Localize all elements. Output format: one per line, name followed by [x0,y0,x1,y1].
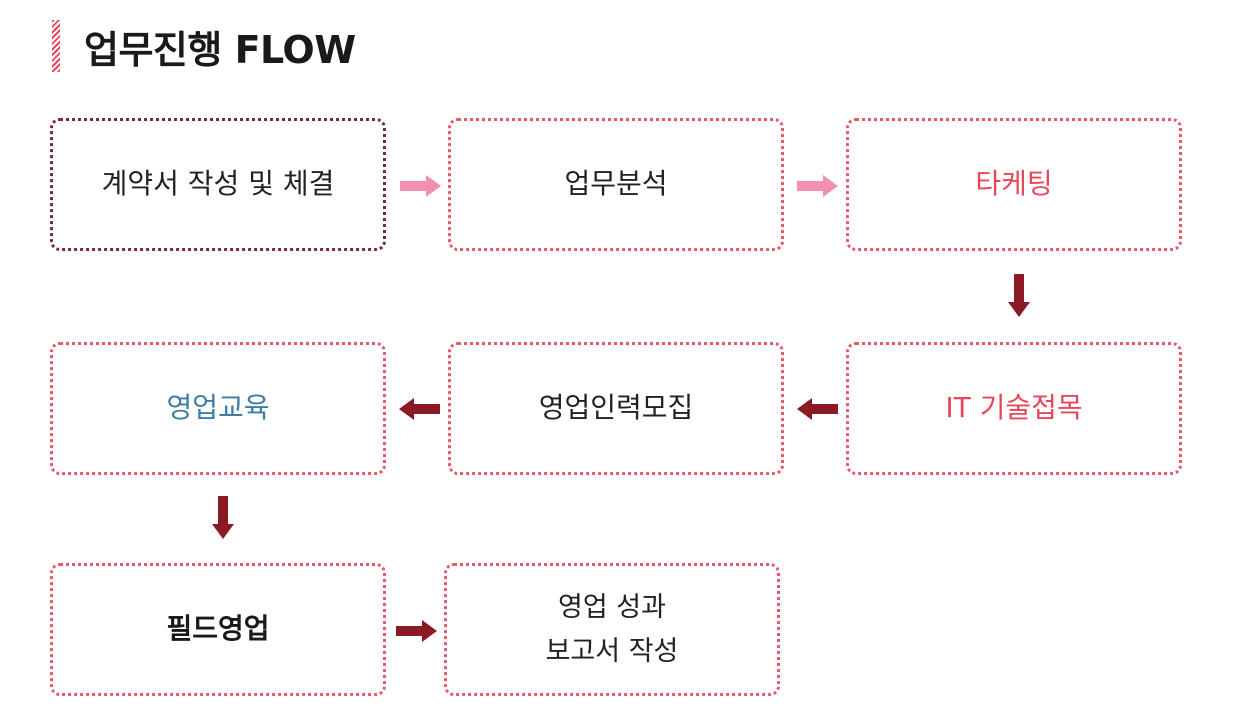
step-targeting-label: 타케팅 [975,167,1053,201]
arrow-left-dark-icon [797,398,838,420]
step-recruit: 영업인력모집 [448,342,784,475]
page-title: 업무진행 FLOW [52,20,356,72]
step-report-label: 영업 성과 보고서 작성 [545,592,679,667]
step-analysis-label: 업무분석 [564,167,668,201]
title-accent-bar [52,20,60,72]
step-it-tech-label: IT 기술접목 [945,391,1083,425]
step-sales-training: 영업교육 [50,342,386,475]
step-contract-label: 계약서 작성 및 체결 [101,167,335,201]
step-report: 영업 성과 보고서 작성 [444,563,780,696]
title-text: 업무진행 FLOW [84,27,356,72]
arrow-down-dark-icon [1008,274,1030,317]
step-field-sales-label: 필드영업 [166,612,270,646]
step-contract: 계약서 작성 및 체결 [50,118,386,251]
step-analysis: 업무분석 [448,118,784,251]
step-it-tech: IT 기술접목 [846,342,1182,475]
step-recruit-label: 영업인력모집 [538,391,694,425]
arrow-down-dark-icon [212,496,234,539]
step-field-sales: 필드영업 [50,563,386,696]
arrow-left-dark-icon [399,398,440,420]
step-sales-training-label: 영업교육 [166,391,270,425]
arrow-right-pink-icon [400,175,441,197]
arrow-right-pink-icon [797,175,838,197]
arrow-right-dark-icon [396,620,437,642]
step-targeting: 타케팅 [846,118,1182,251]
